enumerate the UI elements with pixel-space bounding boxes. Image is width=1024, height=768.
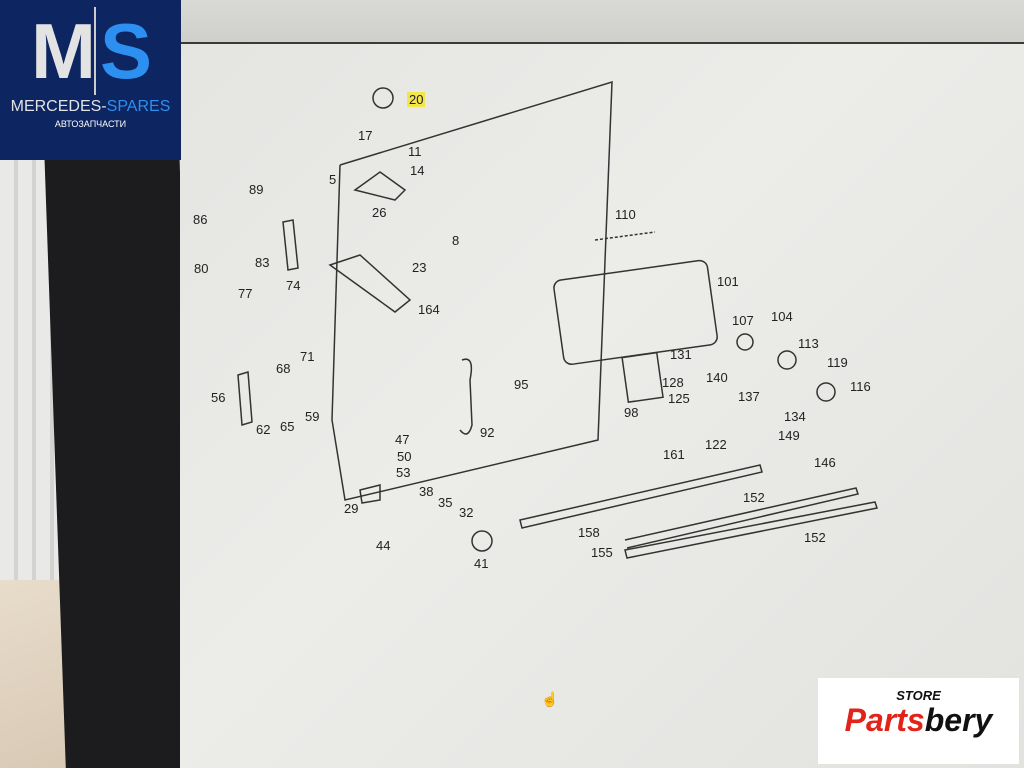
logo-brand: MERCEDES-SPARES: [0, 98, 181, 116]
part-label[interactable]: 164: [418, 302, 440, 317]
part-label[interactable]: 89: [249, 182, 264, 197]
part-label[interactable]: 137: [738, 389, 760, 404]
part-label[interactable]: 131: [670, 347, 692, 362]
logo-store: STORE: [896, 688, 941, 703]
part-label[interactable]: 134: [784, 409, 806, 424]
logo-subtitle: АВТОЗАПЧАСТИ: [54, 119, 127, 129]
part-107: [736, 333, 754, 351]
logo-brand-part2: SPARES: [106, 98, 171, 115]
partsbery-logo: STORE Partsbery: [818, 678, 1019, 764]
hand-pointer-icon: ☝: [541, 691, 559, 707]
part-20: [372, 87, 394, 109]
part-label[interactable]: 20: [407, 92, 426, 107]
logo-letter-s: S: [93, 7, 152, 95]
part-label[interactable]: 11: [408, 144, 422, 159]
part-41: [471, 530, 493, 552]
part-label[interactable]: 8: [452, 233, 460, 248]
part-label[interactable]: 41: [474, 556, 489, 571]
part-label[interactable]: 140: [706, 370, 728, 385]
logo-name-part2: bery: [924, 702, 993, 738]
part-label[interactable]: 146: [814, 455, 836, 470]
part-label[interactable]: 32: [459, 505, 474, 520]
part-label[interactable]: 17: [358, 128, 373, 143]
part-label[interactable]: 107: [732, 313, 754, 328]
bracket-74: [282, 219, 299, 271]
part-label[interactable]: 95: [514, 377, 529, 392]
part-label[interactable]: 104: [771, 309, 793, 324]
part-label[interactable]: 152: [743, 490, 765, 505]
handle-92: [459, 358, 473, 435]
door-panel-outline: [331, 80, 613, 501]
part-label[interactable]: 155: [591, 545, 613, 560]
part-label[interactable]: 110: [615, 207, 636, 222]
logo-brand-part1: MERCEDES-: [10, 98, 107, 115]
part-label[interactable]: 149: [778, 428, 800, 443]
rail-152: [624, 487, 859, 549]
hinge-bracket: [353, 171, 407, 201]
part-label[interactable]: 83: [255, 255, 270, 270]
lever-164: [328, 254, 412, 313]
plate-131: [621, 351, 664, 403]
part-label[interactable]: 26: [372, 205, 387, 220]
rail-158: [519, 464, 763, 529]
part-label[interactable]: 44: [376, 538, 391, 553]
monitor-screen: [180, 0, 1024, 768]
rail-155: [624, 501, 878, 559]
part-label[interactable]: 161: [663, 447, 685, 462]
spring-110: [594, 231, 656, 241]
lock-housing-101: [553, 259, 718, 366]
bracket-29: [359, 484, 381, 504]
part-label[interactable]: 23: [412, 260, 427, 275]
part-label[interactable]: 125: [668, 391, 690, 406]
mercedes-spares-logo: MS MERCEDES-SPARES АВТОЗАПЧАСТИ: [0, 0, 181, 160]
part-label[interactable]: 122: [705, 437, 727, 452]
part-label[interactable]: 86: [193, 212, 208, 227]
part-label[interactable]: 71: [300, 349, 315, 364]
part-label[interactable]: 128: [662, 375, 684, 390]
part-label[interactable]: 80: [194, 261, 209, 276]
logo-letter-m: M: [30, 7, 96, 95]
part-label[interactable]: 5: [329, 172, 337, 187]
part-label[interactable]: 35: [438, 495, 453, 510]
part-label[interactable]: 116: [850, 379, 871, 394]
part-label[interactable]: 152: [804, 530, 826, 545]
bracket-56: [237, 371, 253, 426]
part-116: [816, 382, 836, 402]
part-label[interactable]: 53: [396, 465, 411, 480]
part-label[interactable]: 68: [276, 361, 291, 376]
part-label[interactable]: 38: [419, 484, 434, 499]
part-label[interactable]: 14: [410, 163, 425, 178]
part-label[interactable]: 29: [344, 501, 359, 516]
part-label[interactable]: 50: [397, 449, 412, 464]
part-label[interactable]: 74: [286, 278, 301, 293]
part-label[interactable]: 59: [305, 409, 320, 424]
part-label[interactable]: 119: [827, 355, 848, 370]
part-label[interactable]: 158: [578, 525, 600, 540]
part-label[interactable]: 62: [256, 422, 271, 437]
part-label[interactable]: 56: [211, 390, 226, 405]
screen-toolbar: [180, 0, 1024, 44]
part-113: [777, 350, 797, 370]
part-label[interactable]: 77: [238, 286, 253, 301]
part-label[interactable]: 92: [480, 425, 495, 440]
part-label[interactable]: 101: [717, 274, 739, 289]
part-label[interactable]: 98: [624, 405, 639, 420]
part-label[interactable]: 113: [798, 336, 819, 351]
logo-name-part1: Parts: [844, 702, 925, 738]
part-label[interactable]: 65: [280, 419, 295, 434]
part-label[interactable]: 47: [395, 432, 410, 447]
